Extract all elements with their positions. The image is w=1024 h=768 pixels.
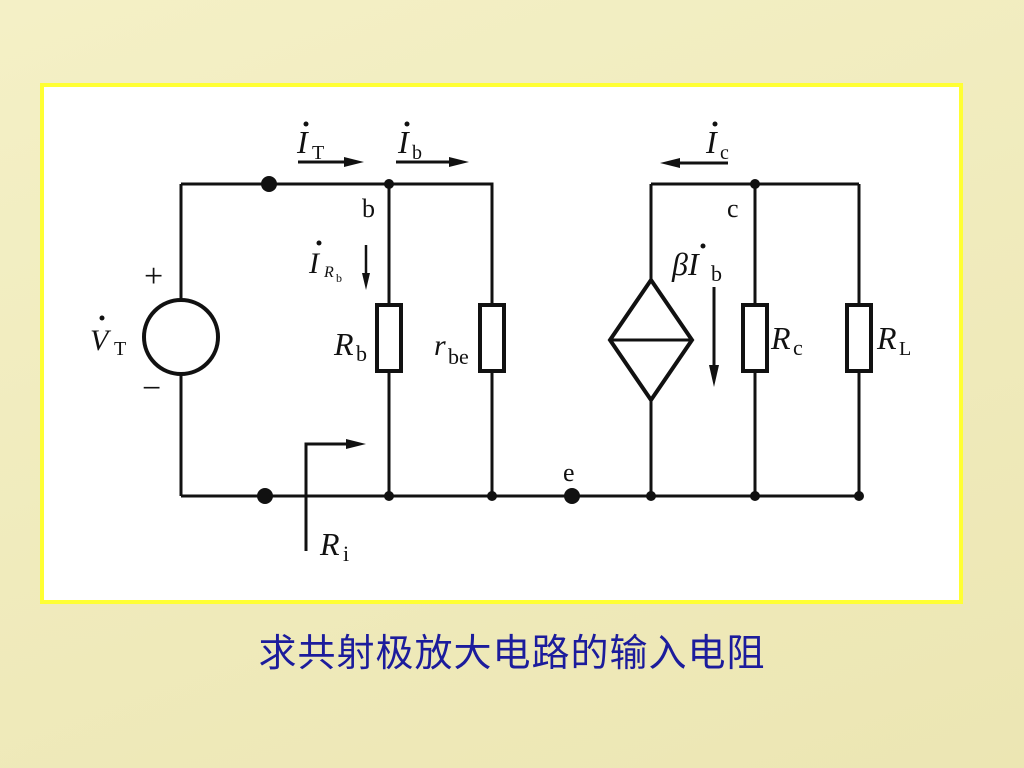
node-bottom-rbe bbox=[487, 491, 497, 501]
beta-src-label: βI bbox=[671, 246, 700, 282]
node-c-label: c bbox=[727, 194, 739, 223]
rc-resistor bbox=[741, 303, 769, 373]
ri-arrow-head bbox=[346, 439, 366, 449]
it-dot bbox=[303, 121, 309, 127]
node-c bbox=[750, 179, 760, 189]
node-b bbox=[384, 179, 394, 189]
ib-dot bbox=[404, 121, 410, 127]
rb-label: R bbox=[333, 326, 354, 362]
voltage-source bbox=[142, 298, 220, 376]
node-bottom-src bbox=[646, 491, 656, 501]
ic-sub: c bbox=[720, 142, 729, 164]
vt-label: V bbox=[90, 324, 112, 357]
minus-sign: − bbox=[142, 370, 161, 407]
it-label: I bbox=[296, 124, 309, 160]
irb-sub: R bbox=[323, 264, 334, 281]
beta-arrow-head bbox=[709, 365, 719, 387]
ic-dot bbox=[712, 121, 718, 127]
rbe-sub: be bbox=[448, 344, 469, 369]
rl-label: R bbox=[876, 320, 897, 356]
vt-sub: T bbox=[114, 338, 126, 360]
ri-label: R bbox=[319, 526, 340, 562]
node-bottom-rl bbox=[854, 491, 864, 501]
beta-src-sub: b bbox=[711, 261, 722, 286]
rbe-label: r bbox=[434, 329, 446, 362]
ic-label: I bbox=[705, 124, 718, 160]
ib-arrow-head bbox=[449, 157, 469, 167]
node-bottom-left bbox=[257, 488, 273, 504]
circuit-diagram-frame: + − V T bbox=[40, 83, 963, 604]
it-arrow-head bbox=[344, 157, 364, 167]
irb-subsub: b bbox=[336, 271, 342, 285]
circuit-diagram: + − V T bbox=[90, 121, 911, 566]
rbe-resistor bbox=[478, 303, 506, 373]
ic-arrow-head bbox=[660, 158, 680, 168]
node-bottom-rc bbox=[750, 491, 760, 501]
node-b-label: b bbox=[362, 194, 375, 223]
node-bottom-rb bbox=[384, 491, 394, 501]
rb-sub: b bbox=[356, 341, 367, 366]
node-top-left bbox=[261, 176, 277, 192]
irb-label: I bbox=[308, 247, 321, 280]
rc-label: R bbox=[770, 320, 791, 356]
wire-b-to-rbe bbox=[389, 182, 494, 496]
vt-dot bbox=[99, 315, 105, 321]
rb-resistor bbox=[375, 303, 403, 373]
rl-sub: L bbox=[899, 338, 911, 360]
ib-sub: b bbox=[412, 142, 422, 164]
node-e bbox=[564, 488, 580, 504]
beta-dot bbox=[700, 243, 706, 249]
node-e-label: e bbox=[563, 458, 575, 487]
irb-arrow-head bbox=[362, 273, 370, 290]
ib-label: I bbox=[397, 124, 410, 160]
plus-sign: + bbox=[144, 258, 163, 295]
irb-dot bbox=[316, 240, 322, 246]
slide-caption: 求共射极放大电路的输入电阻 bbox=[258, 631, 766, 675]
rc-sub: c bbox=[793, 335, 803, 360]
it-sub: T bbox=[312, 142, 324, 164]
ri-sub: i bbox=[343, 541, 349, 566]
ri-indicator bbox=[304, 442, 357, 551]
rl-resistor bbox=[845, 303, 873, 373]
